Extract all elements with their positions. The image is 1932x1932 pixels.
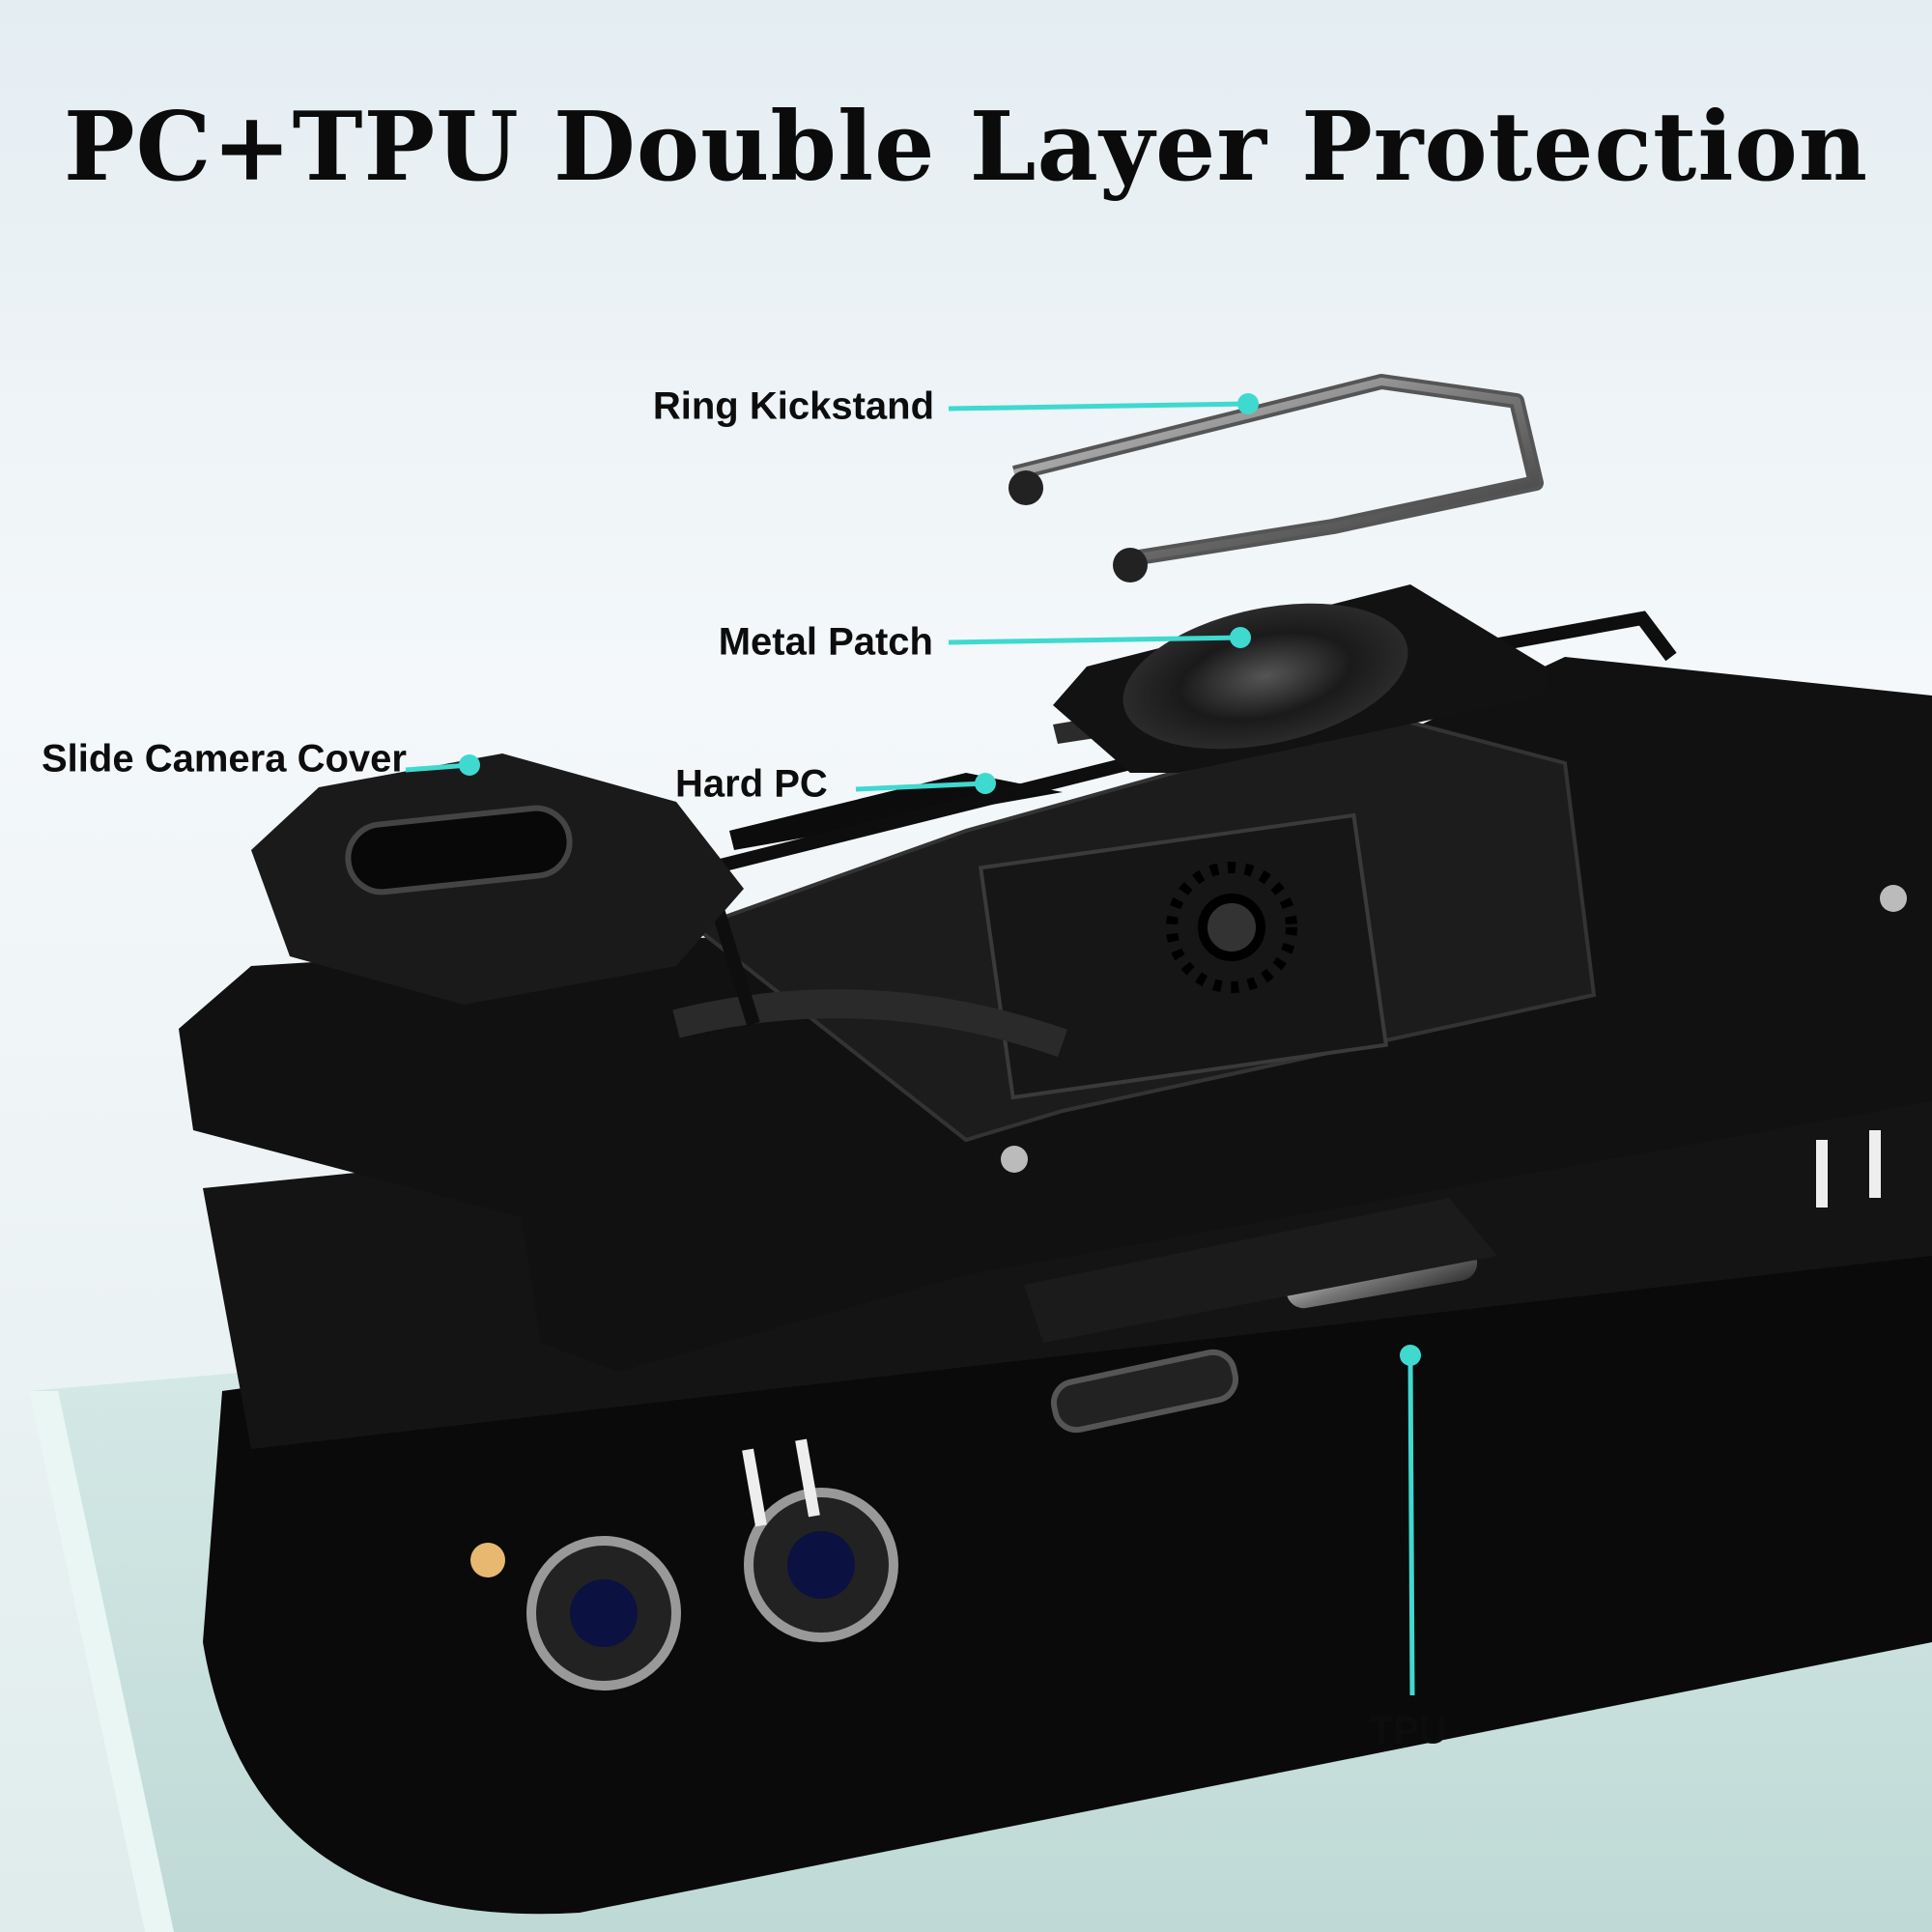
callout-lines (405, 393, 1421, 1696)
ring-kickstand (1009, 374, 1544, 582)
callout-hard-pc: Hard PC (675, 762, 828, 806)
callout-dot (1237, 393, 1259, 414)
slide-camera-cover (251, 753, 744, 1005)
callout-dot (1400, 1345, 1421, 1366)
callout-dot (1230, 627, 1251, 648)
callout-ring-kickstand: Ring Kickstand (652, 384, 934, 428)
callout-slide-camera-cover: Slide Camera Cover (42, 737, 407, 781)
callout-tpu: TPU (1370, 1709, 1447, 1752)
callout-dot (975, 773, 996, 794)
page-title: PC+TPU Double Layer Protection (63, 92, 1869, 203)
callout-metal-patch: Metal Patch (718, 620, 933, 664)
callout-dot (459, 754, 480, 776)
